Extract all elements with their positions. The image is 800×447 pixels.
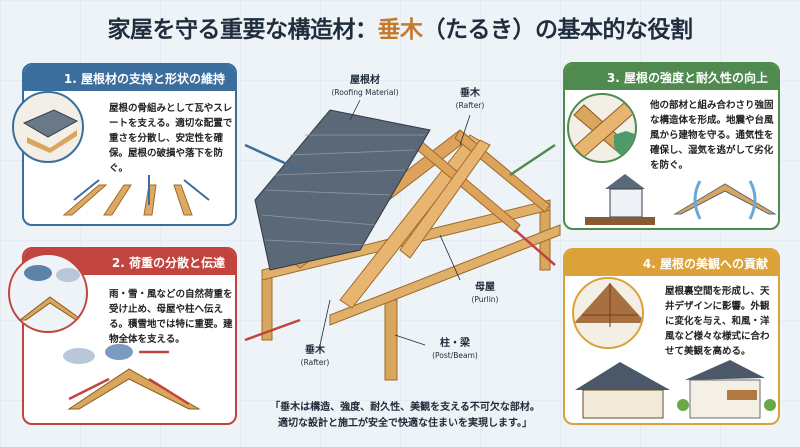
houses-icon bbox=[575, 360, 776, 419]
label-post-beam: 柱・梁(Post/Beam) bbox=[432, 338, 478, 360]
panel-strength-durability: 3. 屋根の強度と耐久性の向上 他の部材と組み合わさり強固な構造体を形成。地震や… bbox=[563, 62, 780, 230]
rafters-icon bbox=[62, 175, 210, 216]
load-arrows-roof-icon bbox=[63, 344, 201, 410]
panel-title: 1. 屋根材の支持と形状の維持 bbox=[24, 65, 235, 91]
label-purlin: 母屋(Purlin) bbox=[471, 282, 499, 304]
roof-tiles-icon bbox=[12, 91, 84, 163]
ceiling-interior-icon bbox=[572, 277, 644, 349]
panel-title: 3. 屋根の強度と耐久性の向上 bbox=[565, 64, 778, 90]
page-title: 家屋を守る重要な構造材：垂木（たるき）の基本的な役割 bbox=[107, 17, 694, 43]
panel-title: 4. 屋根の美観への貢献 bbox=[565, 250, 778, 276]
panel-text: 屋根の骨組みとして瓦やスレートを支える。適切な配置で重さを分散し、安定性を確保。… bbox=[109, 103, 233, 174]
label-rafter-bottom: 垂木(Rafter) bbox=[300, 345, 330, 367]
summary-quote: 「垂木は構造、強度、耐久性、美観を支える不可欠な部材。適切な設計と施工が安全で快… bbox=[270, 402, 540, 429]
panel-text: 屋根裏空間を形成し、天井デザインに影響。外観に変化を与え、和風・洋風など様々な様… bbox=[665, 286, 770, 357]
joint-shield-icon bbox=[567, 93, 637, 163]
earthquake-ventilation-icon bbox=[585, 174, 777, 225]
label-rafter-top: 垂木(Rafter) bbox=[455, 88, 485, 110]
panel-text: 他の部材と組み合わさり強固な構造体を形成。地震や台風風から建物を守る。通気性を確… bbox=[650, 100, 774, 171]
panel-text: 雨・雪・風などの自然荷重を受け止め、母屋や柱へ伝える。積雪地では特に重要。建物全… bbox=[109, 289, 233, 345]
weather-roof-icon bbox=[8, 253, 88, 333]
panel-roof-support: 1. 屋根材の支持と形状の維持 屋根の骨組みとして瓦やスレートを支える。適切な配… bbox=[22, 63, 237, 226]
label-roofing-material: 屋根材(Roofing Material) bbox=[331, 75, 399, 97]
